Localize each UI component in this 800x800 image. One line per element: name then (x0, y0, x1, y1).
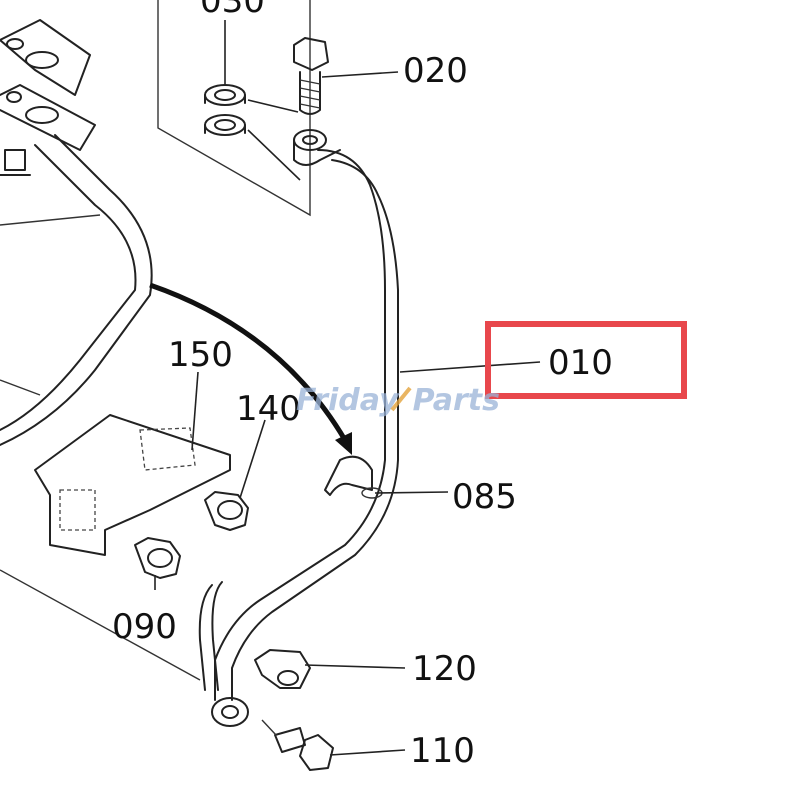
upper-left-bracket (0, 19, 96, 176)
leader-120 (304, 664, 406, 669)
highlight-box-010 (485, 321, 687, 399)
label-090: 090 (112, 607, 177, 647)
banjo-fitting-bottom (211, 697, 334, 771)
clip-120 (254, 649, 311, 689)
leader-085 (374, 491, 449, 494)
watermark-brand-a: Friday (296, 383, 400, 418)
bolt-090 (134, 537, 181, 579)
label-110: 110 (410, 731, 475, 771)
label-140: 140 (236, 389, 301, 429)
label-020: 020 (403, 51, 468, 91)
label-085: 085 (452, 477, 517, 517)
leader-140 (239, 419, 266, 499)
direction-arrow (149, 282, 348, 442)
label-150: 150 (168, 335, 233, 375)
watermark: Friday Parts (296, 383, 500, 418)
washers-030 (204, 20, 301, 181)
label-010: 010 (548, 343, 613, 383)
label-030: 030 (200, 0, 265, 21)
leader-010 (399, 361, 541, 373)
bolt-020 (293, 37, 329, 115)
watermark-brand-b: Parts (413, 383, 500, 418)
clamp-085 (324, 455, 383, 499)
left-pipe-loop (0, 134, 153, 446)
leader-150 (191, 371, 199, 451)
leader-020 (321, 71, 399, 78)
banjo-fitting-top (293, 129, 341, 166)
direction-arrowhead (335, 432, 352, 455)
leader-110 (329, 749, 406, 756)
pipe-010 (198, 149, 399, 701)
watermark-swoosh (390, 386, 412, 412)
detail-frame (157, 0, 311, 217)
bracket-150 (0, 414, 231, 681)
bolt-140 (204, 491, 249, 531)
label-120: 120 (412, 649, 477, 689)
